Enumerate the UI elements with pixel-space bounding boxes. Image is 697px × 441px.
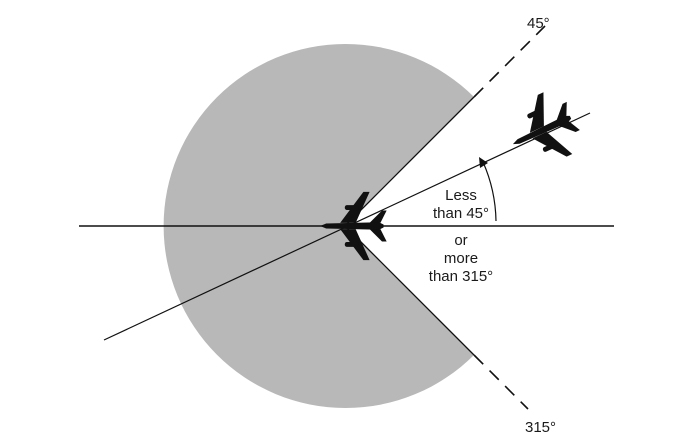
label-more: more xyxy=(444,250,478,267)
jet-airplane-icon xyxy=(320,191,387,261)
label-315-degrees: 315° xyxy=(525,419,556,436)
angle-arc-arrowhead xyxy=(479,157,488,168)
label-than-315: than 315° xyxy=(429,268,493,285)
label-45-degrees: 45° xyxy=(527,15,550,32)
boundary-315-solid xyxy=(344,225,475,356)
jet-airplane-icon xyxy=(512,92,580,157)
label-less: Less xyxy=(445,187,477,204)
boundary-45-solid xyxy=(344,96,475,227)
label-than-45: than 45° xyxy=(433,205,489,222)
boundary-315-dashed xyxy=(473,354,529,410)
boundary-45-dashed xyxy=(473,25,546,98)
label-or: or xyxy=(454,232,467,249)
